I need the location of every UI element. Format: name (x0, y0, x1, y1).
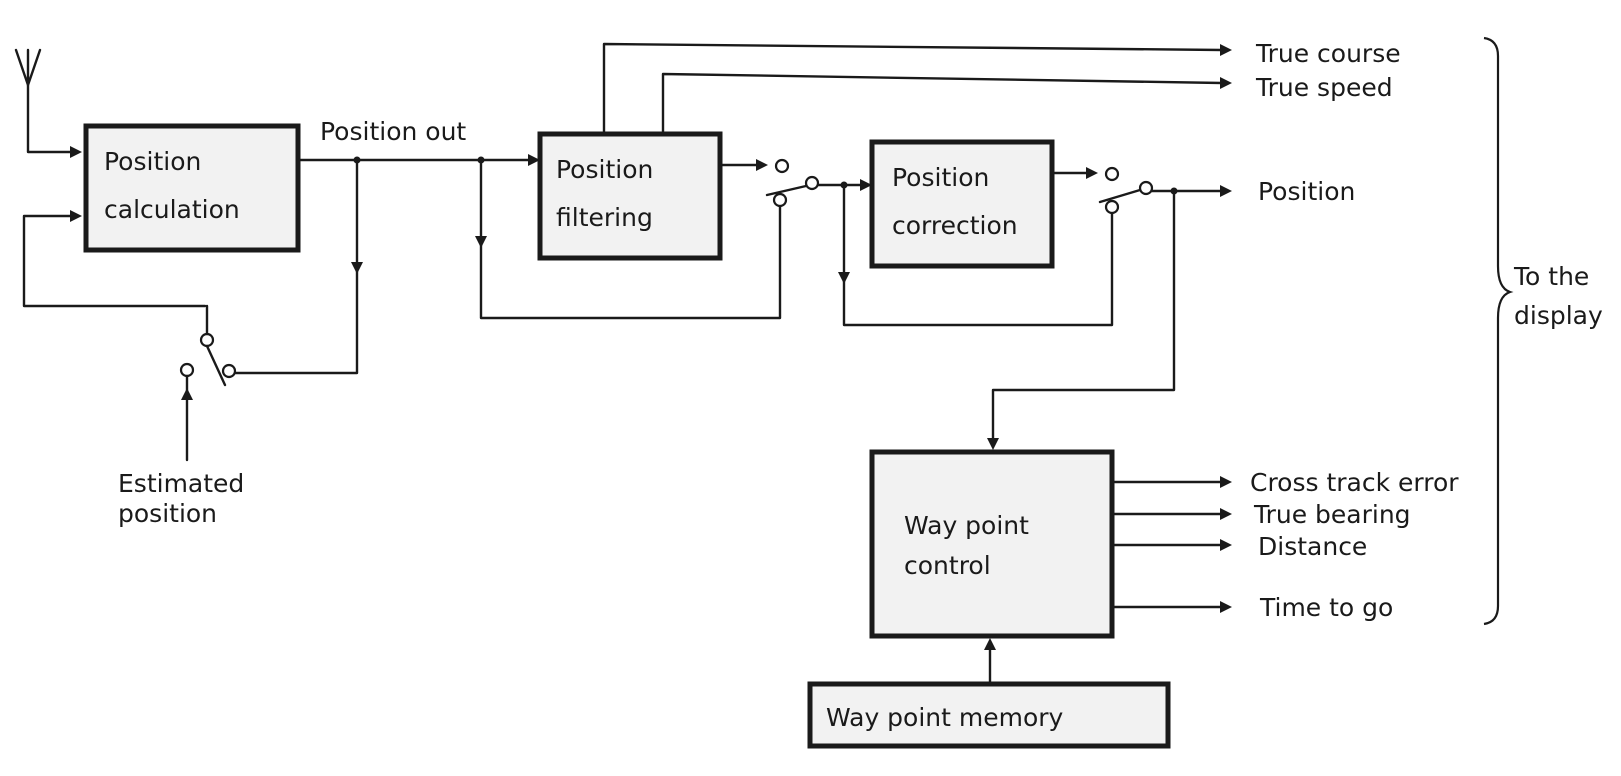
output-true-speed: True speed (1255, 73, 1393, 102)
estimated-position-label-1: Estimated (118, 469, 244, 498)
display-brace (1483, 36, 1514, 626)
position-filtering-line-2: filtering (556, 203, 653, 232)
way-point-memory-block: Way point memory (807, 681, 1171, 749)
way-point-control-line-2: control (904, 551, 991, 580)
position-filtering-line-1: Position (556, 155, 653, 184)
position-correction-block: Position correction (869, 139, 1055, 269)
correction-bypass-switch (1050, 166, 1232, 215)
position-calculation-block: Position calculation (83, 123, 301, 253)
estimated-position-switch (179, 158, 363, 462)
way-point-memory-label: Way point memory (826, 703, 1064, 732)
antenna-icon (14, 48, 82, 158)
position-calculation-line-1: Position (104, 147, 201, 176)
way-point-control-block: Way point control (869, 449, 1115, 639)
output-true-bearing: True bearing (1253, 500, 1411, 529)
way-point-control-line-1: Way point (904, 511, 1029, 540)
position-correction-line-1: Position (892, 163, 989, 192)
output-time-to-go: Time to go (1259, 593, 1393, 622)
filtering-bypass-switch (718, 158, 872, 208)
output-distance: Distance (1258, 532, 1367, 561)
to-the-display-label-2: display (1514, 301, 1603, 330)
estimated-position-label-2: position (118, 499, 217, 528)
to-the-display-label-1: To the (1513, 262, 1589, 291)
output-cross-track-error: Cross track error (1250, 468, 1459, 497)
position-filtering-block: Position filtering (537, 131, 723, 261)
output-true-course: True course (1255, 39, 1401, 68)
output-position: Position (1258, 177, 1355, 206)
position-out-label: Position out (320, 117, 466, 146)
position-calculation-line-2: calculation (104, 195, 240, 224)
position-correction-line-2: correction (892, 211, 1018, 240)
